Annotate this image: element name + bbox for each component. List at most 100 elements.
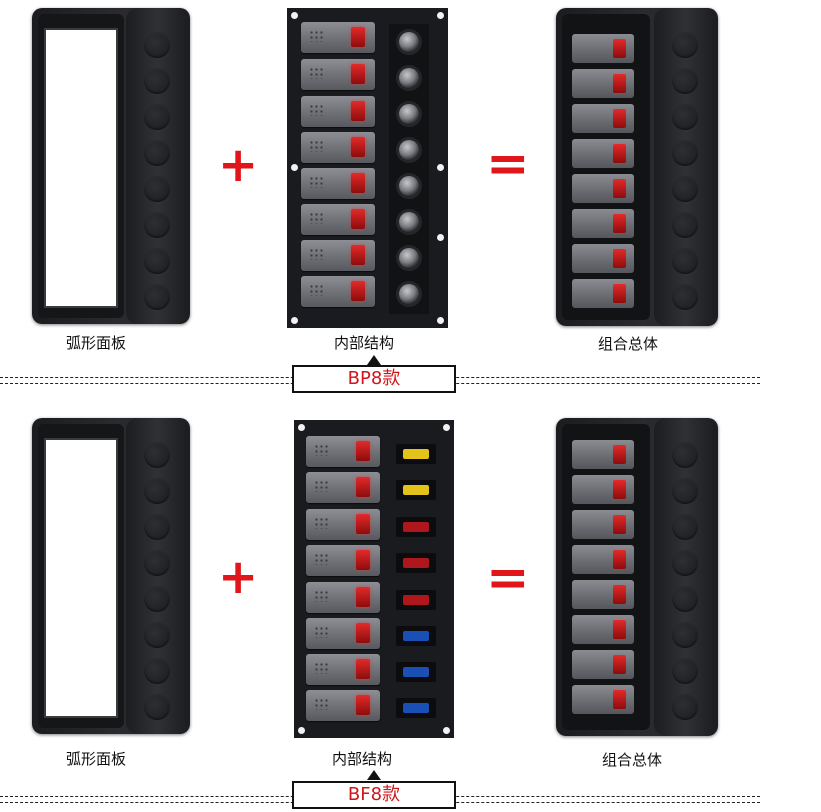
dimple xyxy=(672,586,698,612)
rocker-switch xyxy=(301,276,375,307)
rocker-switch xyxy=(301,22,375,53)
rocker-switch xyxy=(301,168,375,199)
plus-sign: + xyxy=(218,549,259,605)
fuse-slot xyxy=(396,590,436,610)
fuse xyxy=(403,667,429,677)
red-lamp xyxy=(356,695,370,715)
caption-internal-structure: 内部结构 xyxy=(331,750,392,768)
model-label: BF8款 xyxy=(292,781,456,809)
caption-curved-panel: 弧形面板 xyxy=(65,334,126,352)
dimple xyxy=(144,32,170,58)
caption-assembly: 组合总体 xyxy=(601,751,662,769)
assembled-rocker xyxy=(572,279,634,308)
mount-hole xyxy=(291,317,298,324)
fuse-slot xyxy=(396,517,436,537)
dimple xyxy=(672,32,698,58)
panel-bulge xyxy=(126,418,188,734)
red-lamp xyxy=(351,101,365,121)
assembled-panel-image xyxy=(556,8,718,326)
dimple xyxy=(144,550,170,576)
dimple xyxy=(144,442,170,468)
dimple xyxy=(672,442,698,468)
dimple xyxy=(672,284,698,310)
red-lamp xyxy=(351,245,365,265)
circuit-breaker xyxy=(399,140,419,160)
rocker-switch xyxy=(306,472,380,503)
rocker-switch xyxy=(306,582,380,613)
dimple xyxy=(144,658,170,684)
red-lamp xyxy=(356,623,370,643)
pointer-arrow xyxy=(367,355,381,365)
red-lamp xyxy=(356,514,370,534)
rocker-switch xyxy=(306,690,380,721)
circuit-breaker xyxy=(399,212,419,232)
dimple xyxy=(672,104,698,130)
panel-window xyxy=(44,438,118,718)
dimple xyxy=(672,478,698,504)
fuse-slot xyxy=(396,480,436,500)
mount-hole xyxy=(437,317,444,324)
dimple xyxy=(144,478,170,504)
rocker-switch xyxy=(301,96,375,127)
dimple xyxy=(672,514,698,540)
dimple xyxy=(672,658,698,684)
rocker-switch xyxy=(306,654,380,685)
red-lamp xyxy=(351,64,365,84)
assembled-rocker xyxy=(572,475,634,504)
mount-hole xyxy=(298,727,305,734)
fuse-slot xyxy=(396,626,436,646)
fuse xyxy=(403,485,429,495)
mount-hole xyxy=(437,234,444,241)
circuit-breaker xyxy=(399,32,419,52)
caption-internal-structure: 内部结构 xyxy=(333,334,394,352)
dimple xyxy=(672,550,698,576)
mount-hole xyxy=(291,164,298,171)
assembled-panel-image xyxy=(556,418,718,736)
dimple xyxy=(144,284,170,310)
internal-board-image xyxy=(287,8,448,328)
caption-assembly: 组合总体 xyxy=(597,335,658,353)
red-lamp xyxy=(351,281,365,301)
dimple xyxy=(672,140,698,166)
dimple xyxy=(672,248,698,274)
assembled-rocker xyxy=(572,440,634,469)
dimple xyxy=(672,68,698,94)
fuse xyxy=(403,558,429,568)
assembled-rocker xyxy=(572,685,634,714)
dimple xyxy=(144,694,170,720)
assembled-rocker xyxy=(572,209,634,238)
fuse xyxy=(403,522,429,532)
panel-window xyxy=(44,28,118,308)
curved-panel-image xyxy=(32,8,190,324)
assembled-rocker xyxy=(572,244,634,273)
dimple xyxy=(144,514,170,540)
assembled-rocker xyxy=(572,69,634,98)
dimple xyxy=(672,212,698,238)
internal-board-image xyxy=(294,420,454,738)
assembled-rocker xyxy=(572,174,634,203)
rocker-switch xyxy=(306,509,380,540)
curved-panel-image xyxy=(32,418,190,734)
red-lamp xyxy=(351,137,365,157)
dimple xyxy=(144,104,170,130)
plus-sign: + xyxy=(218,137,259,193)
red-lamp xyxy=(351,173,365,193)
mount-hole xyxy=(437,12,444,19)
rocker-switch xyxy=(301,59,375,90)
mount-hole xyxy=(298,424,305,431)
red-lamp xyxy=(356,659,370,679)
fuse xyxy=(403,703,429,713)
assembled-rocker xyxy=(572,104,634,133)
rocker-switch xyxy=(301,132,375,163)
rocker-switch xyxy=(306,436,380,467)
circuit-breaker xyxy=(399,248,419,268)
fuse-slot xyxy=(396,444,436,464)
assembled-rocker xyxy=(572,139,634,168)
assembled-rocker xyxy=(572,580,634,609)
rocker-switch xyxy=(301,204,375,235)
model-label: BP8款 xyxy=(292,365,456,393)
assembled-rocker xyxy=(572,34,634,63)
dimple xyxy=(144,248,170,274)
dimple xyxy=(672,622,698,648)
red-lamp xyxy=(356,587,370,607)
